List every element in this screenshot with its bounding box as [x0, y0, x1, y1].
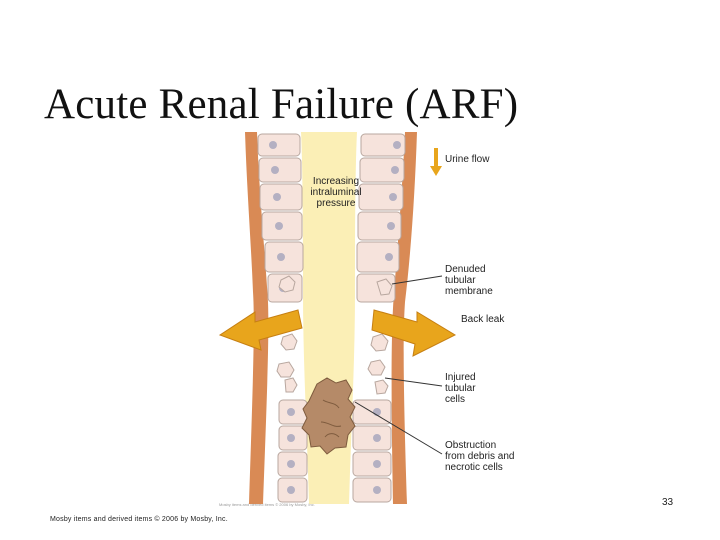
tubule-wall-right	[391, 132, 417, 504]
copyright-text: Mosby items and derived items © 2006 by …	[50, 516, 228, 523]
urine-flow-arrow	[430, 148, 442, 176]
tubule-diagram: Increasing intraluminal pressure Urine f…	[205, 132, 525, 507]
lumen-pressure-label: Increasing intraluminal pressure	[310, 176, 362, 209]
figure-credit: Mosby items and derived items © 2006 by …	[219, 502, 315, 507]
denuded-membrane-label: Denuded tubular membrane	[445, 264, 493, 297]
injured-cells-label: Injured tubular cells	[445, 372, 476, 405]
back-leak-arrow-right	[371, 309, 457, 357]
slide-number: 33	[662, 497, 674, 508]
obstruction-label: Obstruction from debris and necrotic cel…	[445, 440, 515, 473]
injured-cells	[276, 275, 393, 395]
back-leak-arrow-left	[218, 309, 303, 351]
slide-title: Acute Renal Failure (ARF)	[44, 81, 519, 128]
back-leak-label: Back leak	[461, 314, 505, 325]
urine-flow-label: Urine flow	[445, 154, 490, 165]
tubule-wall-left	[245, 132, 269, 504]
debris-obstruction	[301, 377, 356, 455]
